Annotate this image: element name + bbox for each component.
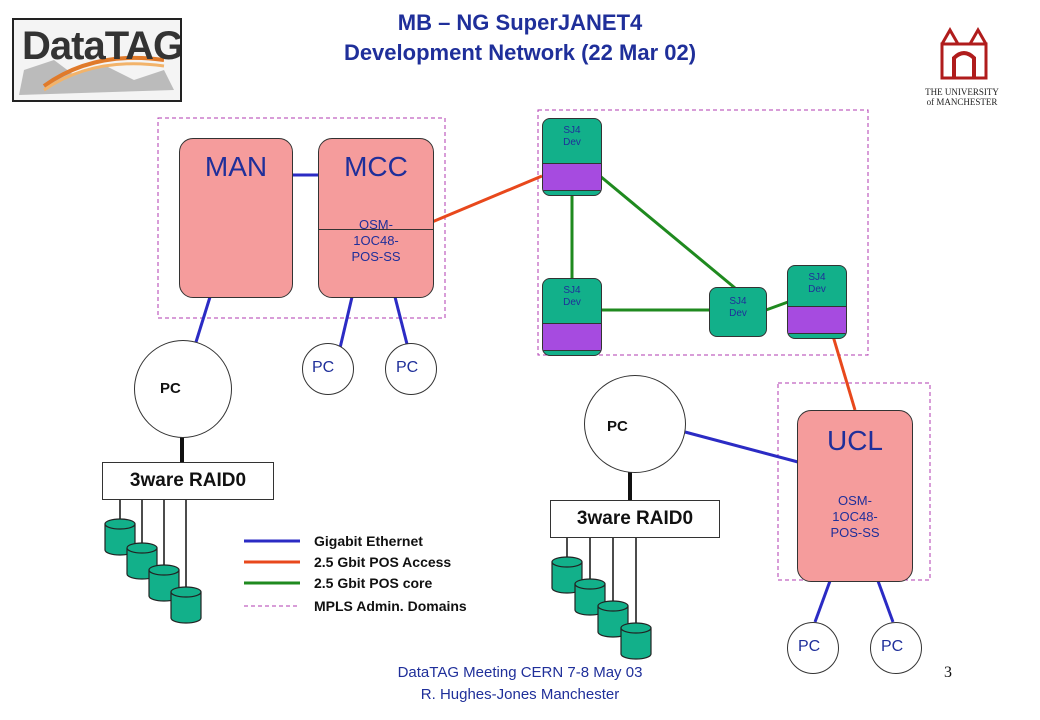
pc-left-large-label: PC: [160, 380, 181, 397]
router-ucl-label: UCL: [826, 425, 883, 456]
link-mcc-pc2: [393, 296, 410, 349]
link-mcc-sj4: [431, 174, 543, 224]
university-logo-text: THE UNIVERSITY of MANCHESTER: [925, 87, 999, 107]
mpls-domain-sj4: [537, 109, 869, 356]
sj4-sublabel: Dev: [563, 137, 581, 148]
link-ucl-pc2: [876, 580, 895, 623]
pc-mcc-2: [385, 343, 437, 395]
pc-ucl-1: [787, 622, 839, 674]
card-divider: [319, 229, 433, 230]
sj4-label: SJ4: [729, 296, 747, 307]
link-ucl-pc1: [813, 580, 832, 623]
pc-left-large: [134, 340, 232, 438]
university-logo: THE UNIVERSITY of MANCHESTER: [922, 22, 1012, 122]
sj4-label: SJ4: [563, 285, 581, 296]
link-mcc-pc1: [338, 296, 354, 349]
page-title: MB – NG SuperJANET4: [397, 10, 643, 35]
sj4-card: [543, 163, 601, 191]
pc-right-large: [584, 375, 686, 473]
sj4-sublabel: Dev: [808, 284, 826, 295]
crest-icon: [940, 26, 988, 80]
page-subtitle: Development Network (22 Mar 02): [343, 40, 697, 65]
pc-ucl-2: [870, 622, 922, 674]
footer-line2: R. Hughes-Jones Manchester: [420, 686, 620, 703]
sj4-label: SJ4: [563, 125, 581, 136]
link-man-pc: [194, 296, 212, 343]
router-ucl: UCL OSM- 1OC48- POS-SS: [797, 410, 913, 582]
link-pc-ucl: [684, 430, 799, 464]
legend-pos-core: 2.5 Gbit POS core: [314, 575, 433, 591]
pc-mcc-1-label: PC: [312, 359, 335, 376]
raid-right: 3ware RAID0: [550, 500, 720, 538]
map-graphic: [19, 55, 174, 95]
datatag-logo-text: DataTAG: [22, 24, 182, 68]
link-sj4-mid-sj4-right: [765, 300, 789, 312]
page-number: 3: [944, 664, 952, 681]
raid-left: 3ware RAID0: [102, 462, 274, 500]
link-sj4-ucl: [831, 335, 857, 411]
pc-ucl-2-label: PC: [881, 638, 904, 655]
link-sj4-top-sj4-mid: [599, 174, 736, 290]
sj4-label: SJ4: [808, 272, 826, 283]
sj4-sublabel: Dev: [563, 297, 581, 308]
pc-mcc-2-label: PC: [396, 359, 419, 376]
sj4-card: [788, 306, 846, 334]
router-mcc: MCC OSM- 1OC48- POS-SS: [318, 138, 434, 298]
pc-mcc-1: [302, 343, 354, 395]
router-mcc-card: OSM- 1OC48- POS-SS: [351, 217, 401, 264]
footer-line1: DataTAG Meeting CERN 7-8 May 03: [397, 664, 643, 681]
router-man: MAN: [179, 138, 293, 298]
sj4-sublabel: Dev: [729, 308, 747, 319]
sj4-card: [543, 323, 601, 351]
router-ucl-card: OSM- 1OC48- POS-SS: [830, 493, 880, 540]
pc-ucl-1-label: PC: [798, 638, 821, 655]
router-man-label: MAN: [204, 151, 268, 182]
legend-pos-access: 2.5 Gbit POS Access: [314, 554, 452, 570]
datatag-logo: DataTAG: [12, 18, 182, 102]
legend-mpls: MPLS Admin. Domains: [314, 598, 467, 614]
pc-right-large-label: PC: [607, 418, 628, 435]
router-mcc-label: MCC: [344, 151, 408, 182]
legend-gigabit: Gigabit Ethernet: [314, 533, 423, 549]
